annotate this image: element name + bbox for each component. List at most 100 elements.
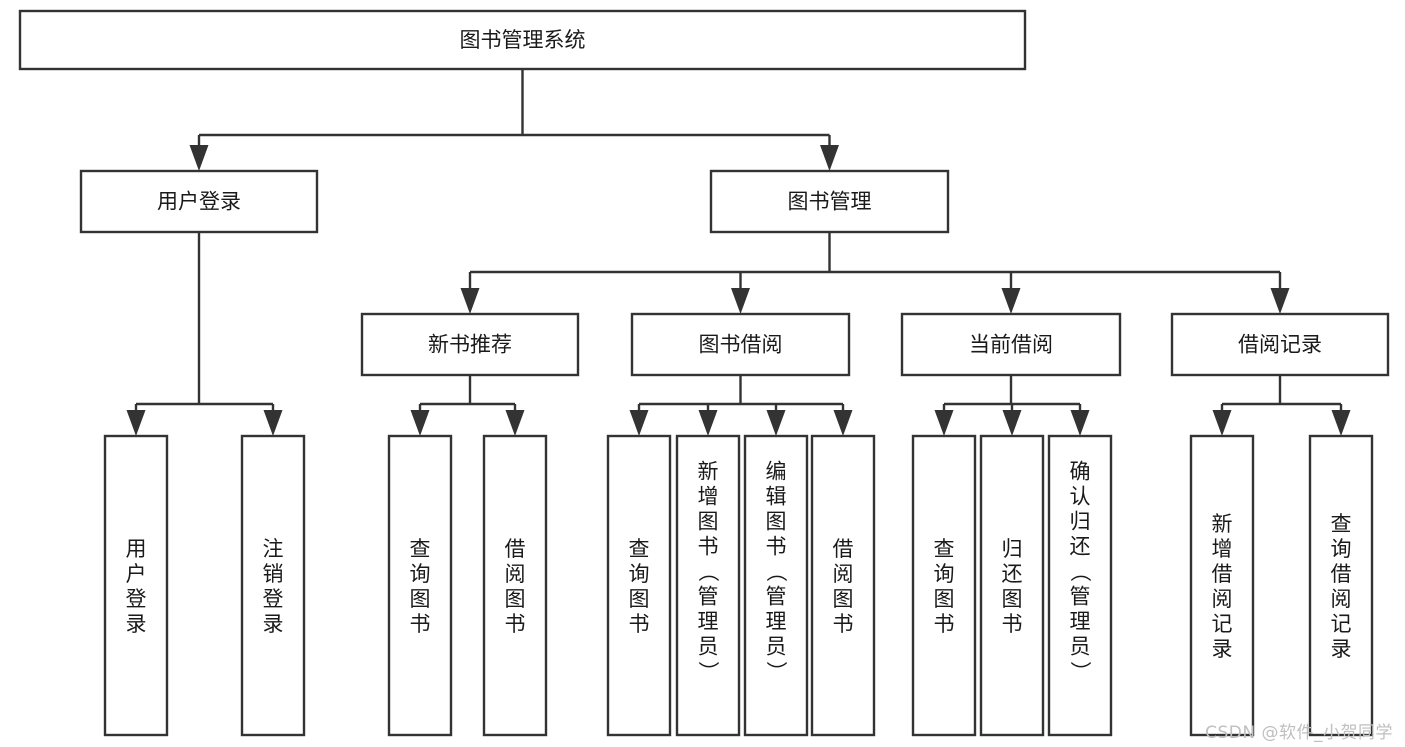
node-label-char: 录 [126, 612, 147, 636]
node-label-char: ） [1068, 661, 1092, 682]
arrow-head-icon [263, 410, 283, 436]
arrow-head-icon [126, 410, 146, 436]
node-current-borrow[interactable]: 当前借阅 [900, 312, 1122, 377]
node-label: 图书借阅 [699, 333, 783, 357]
node-label-char: 书 [505, 612, 526, 636]
node-book-manage[interactable]: 图书管理 [709, 169, 950, 234]
node-label-char: 书 [934, 612, 955, 636]
node-label-char: 书 [629, 612, 650, 636]
node-label-char: 阅 [1212, 587, 1233, 611]
node-box [387, 434, 453, 737]
watermark-text: CSDN @软件_小贺同学 [1205, 723, 1393, 743]
arrow-head-icon [766, 410, 786, 436]
node-label-char: 借 [1331, 562, 1352, 586]
arrow-head-icon [1331, 410, 1351, 436]
node-label-char: 管 [766, 585, 787, 609]
node-label: 当前借阅 [969, 333, 1053, 357]
arrow-head-icon [460, 288, 480, 314]
node-label-char: ） [764, 661, 788, 682]
node-box [18, 9, 1027, 71]
node-box [743, 434, 809, 737]
arrow-head-icon [1212, 410, 1232, 436]
node-label-char: 录 [1212, 637, 1233, 661]
arrow-head-icon [410, 410, 430, 436]
node-label-char: 书 [698, 535, 719, 559]
node-leaf-user-login[interactable]: 用户登录 [103, 434, 169, 737]
node-box [1189, 434, 1255, 737]
arrow-head-icon [731, 288, 750, 314]
node-label-char: 图 [629, 587, 650, 611]
node-label: 用户登录 [157, 190, 241, 214]
node-label-char: 归 [1002, 537, 1023, 561]
arrow-head-icon [820, 145, 839, 171]
node-label-char: 新 [1212, 512, 1233, 536]
node-label-char: 询 [1331, 537, 1352, 561]
node-box [360, 312, 580, 377]
node-label-char: 书 [410, 612, 431, 636]
node-label-char: 记 [1331, 612, 1352, 636]
node-box [979, 434, 1045, 737]
node-label-char: 用 [126, 537, 147, 561]
node-label-char: （ [1068, 561, 1092, 582]
node-label-char: 认 [1070, 485, 1091, 509]
node-label-char: 图 [766, 510, 787, 534]
node-label-char: ） [696, 661, 720, 682]
node-label-char: 理 [766, 610, 787, 634]
node-label-char: 书 [766, 535, 787, 559]
arrow-head-icon [629, 410, 649, 436]
arrow-head-icon [1070, 410, 1090, 436]
node-borrow-record[interactable]: 借阅记录 [1170, 312, 1390, 377]
node-label-char: 图 [833, 587, 854, 611]
node-label-char: 阅 [1331, 587, 1352, 611]
node-new-book-rec[interactable]: 新书推荐 [360, 312, 580, 377]
node-box [1308, 434, 1374, 737]
node-label: 图书管理系统 [460, 28, 586, 52]
node-book-borrow[interactable]: 图书借阅 [630, 312, 851, 377]
node-label-char: 销 [263, 562, 284, 586]
node-box [630, 312, 851, 377]
node-label-char: 登 [263, 587, 284, 611]
node-box [1047, 434, 1113, 737]
node-label-char: 查 [934, 537, 955, 561]
node-label-char: 管 [1070, 585, 1091, 609]
node-label-char: 理 [698, 610, 719, 634]
node-label: 图书管理 [788, 190, 872, 214]
node-label-char: 图 [698, 510, 719, 534]
node-label-char: 询 [934, 562, 955, 586]
node-label-char: 员 [698, 635, 719, 659]
node-label-char: 还 [1070, 535, 1091, 559]
node-label-char: （ [764, 561, 788, 582]
node-label-char: 新 [698, 460, 719, 484]
node-root[interactable]: 图书管理系统 [18, 9, 1027, 71]
node-label-char: 记 [1212, 612, 1233, 636]
node-label-char: （ [696, 561, 720, 582]
node-box [79, 169, 319, 234]
node-user-login[interactable]: 用户登录 [79, 169, 319, 234]
node-label: 借阅记录 [1238, 333, 1322, 357]
node-label-char: 阅 [833, 562, 854, 586]
node-label-char: 书 [833, 612, 854, 636]
node-label-char: 理 [1070, 610, 1091, 634]
node-label-char: 查 [1331, 512, 1352, 536]
node-label-char: 借 [505, 537, 526, 561]
node-label-char: 询 [629, 562, 650, 586]
arrow-head-icon [698, 410, 718, 436]
connector-layer [126, 69, 1351, 436]
arrow-head-icon [1002, 410, 1022, 436]
node-label-char: 确 [1070, 460, 1091, 484]
node-box [482, 434, 548, 737]
